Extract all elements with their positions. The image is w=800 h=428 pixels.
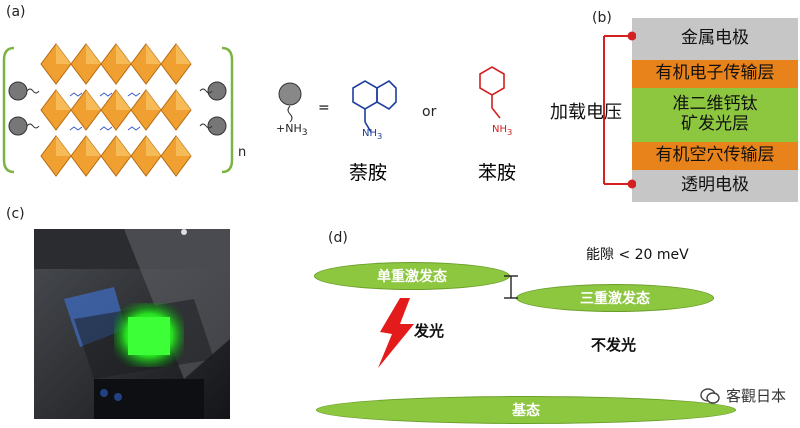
panel-label-a: (a) xyxy=(6,4,26,20)
nh3-text: NH xyxy=(285,122,302,135)
voltage-label: 加载电压 xyxy=(550,102,622,123)
naphthalene-nh3: NH3 xyxy=(362,128,383,141)
octahedron-facet xyxy=(86,136,101,156)
voltage-bracket xyxy=(603,31,636,189)
or-text: or xyxy=(422,104,437,120)
lightning-icon xyxy=(378,298,414,368)
naphthalene-amine-label: 萘胺 xyxy=(349,162,388,184)
device-layer: 准二维钙钛 矿发光层 xyxy=(632,88,798,142)
phenylamine-label: 苯胺 xyxy=(478,162,517,184)
device-layer: 有机电子传输层 xyxy=(632,60,798,88)
device-layer: 金属电极 xyxy=(632,18,798,60)
emit-label: 发光 xyxy=(414,322,445,340)
singlet-state: 单重激发态 xyxy=(314,262,510,290)
octahedron-facet xyxy=(56,136,71,156)
octahedron-facet xyxy=(176,90,191,110)
triplet-state: 三重激发态 xyxy=(516,284,714,312)
octahedron-facet xyxy=(116,44,131,64)
octahedron-facet xyxy=(86,90,101,110)
octahedron-facet xyxy=(146,136,161,156)
octahedron-facet xyxy=(176,44,191,64)
gap-marker xyxy=(504,275,518,299)
repeat-n: n xyxy=(238,145,247,160)
energy-gap-label: 能隙 < 20 meV xyxy=(586,247,689,263)
device-photo xyxy=(34,229,230,419)
perovskite-structure xyxy=(2,43,234,177)
octahedron-facet xyxy=(56,90,71,110)
left-bracket xyxy=(2,46,15,174)
octahedron-facet xyxy=(146,90,161,110)
phenylamine-structure xyxy=(479,66,505,119)
octahedron-facet xyxy=(176,136,191,156)
no-emit-label: 不发光 xyxy=(591,336,637,354)
device-layer: 有机空穴传输层 xyxy=(632,142,798,170)
octahedron-facet xyxy=(86,44,101,64)
nh3-sub: 3 xyxy=(301,127,308,139)
panel-label-b: (b) xyxy=(592,10,612,26)
equals-sign: = xyxy=(318,100,330,116)
phenyl-nh3: NH3 xyxy=(492,124,513,137)
organic-spacers xyxy=(8,81,227,136)
wechat-icon xyxy=(700,387,720,404)
right-bracket xyxy=(221,46,234,174)
ma-cations xyxy=(69,92,141,131)
panel-label-c: (c) xyxy=(6,206,25,222)
watermark-text: 客觀日本 xyxy=(725,387,786,405)
watermark: 客觀日本 xyxy=(700,385,786,406)
octahedron-facet xyxy=(56,44,71,64)
nh3-label: +NH3 xyxy=(276,122,308,138)
octahedron-facet xyxy=(146,44,161,64)
panel-label-d: (d) xyxy=(328,230,348,246)
octahedra-lattice xyxy=(40,43,192,177)
ligand-ball-icon xyxy=(278,82,302,123)
nh3-plus: + xyxy=(276,122,286,135)
ground-state: 基态 xyxy=(316,396,736,424)
octahedron-facet xyxy=(116,136,131,156)
octahedron-facet xyxy=(116,90,131,110)
device-layer: 透明电极 xyxy=(632,170,798,202)
naphthalene-amine-structure xyxy=(352,79,397,133)
